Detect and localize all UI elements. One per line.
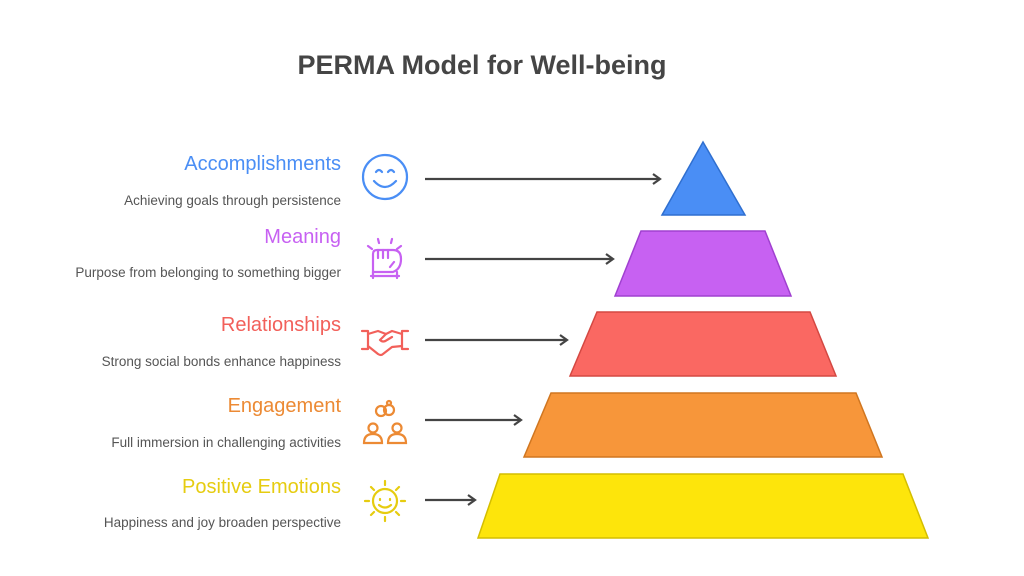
people-rings-icon [362,399,408,445]
tier-meaning [613,230,793,297]
label-positive-emotions: Positive Emotions [182,476,341,498]
desc-meaning: Purpose from belonging to something bigg… [75,265,341,280]
diagram-title: PERMA Model for Well-being [297,50,667,80]
tier-relationships [568,311,838,377]
handshake-icon [360,329,410,357]
smiley-face-icon [361,153,409,201]
tier-accomplishments [660,140,747,216]
raised-fist-icon [366,237,403,280]
label-accomplishments: Accomplishments [184,153,341,175]
label-relationships: Relationships [220,314,341,336]
tier-positive-emotions [476,473,930,539]
desc-accomplishments: Achieving goals through persistence [124,193,341,208]
desc-positive-emotions: Happiness and joy broaden perspective [103,515,341,530]
smiling-sun-icon [363,479,407,523]
desc-relationships: Strong social bonds enhance happiness [101,354,341,369]
label-meaning: Meaning [264,226,341,248]
label-engagement: Engagement [227,395,341,417]
desc-engagement: Full immersion in challenging activities [111,435,341,450]
tier-engagement [522,392,884,458]
